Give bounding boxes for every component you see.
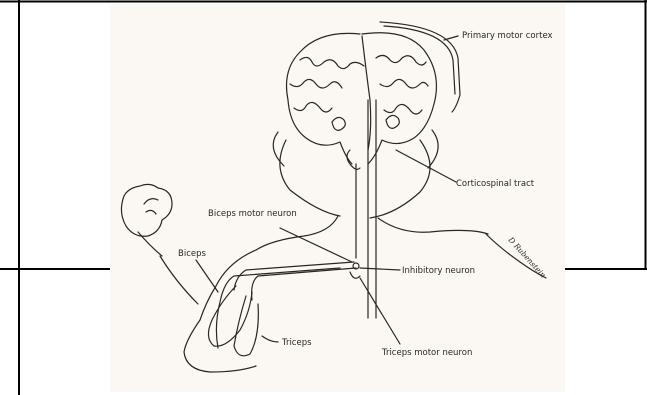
label-triceps-motor-neuron: Triceps motor neuron [381,348,472,358]
label-biceps-motor-neuron: Biceps motor neuron [208,209,297,219]
illustration-paper [110,4,565,392]
label-inhibitory-neuron: Inhibitory neuron [402,266,475,276]
label-corticospinal-tract: Corticospinal tract [456,179,535,189]
label-triceps: Triceps [281,338,312,348]
label-biceps: Biceps [178,249,206,259]
label-primary-motor-cortex: Primary motor cortex [462,31,553,41]
